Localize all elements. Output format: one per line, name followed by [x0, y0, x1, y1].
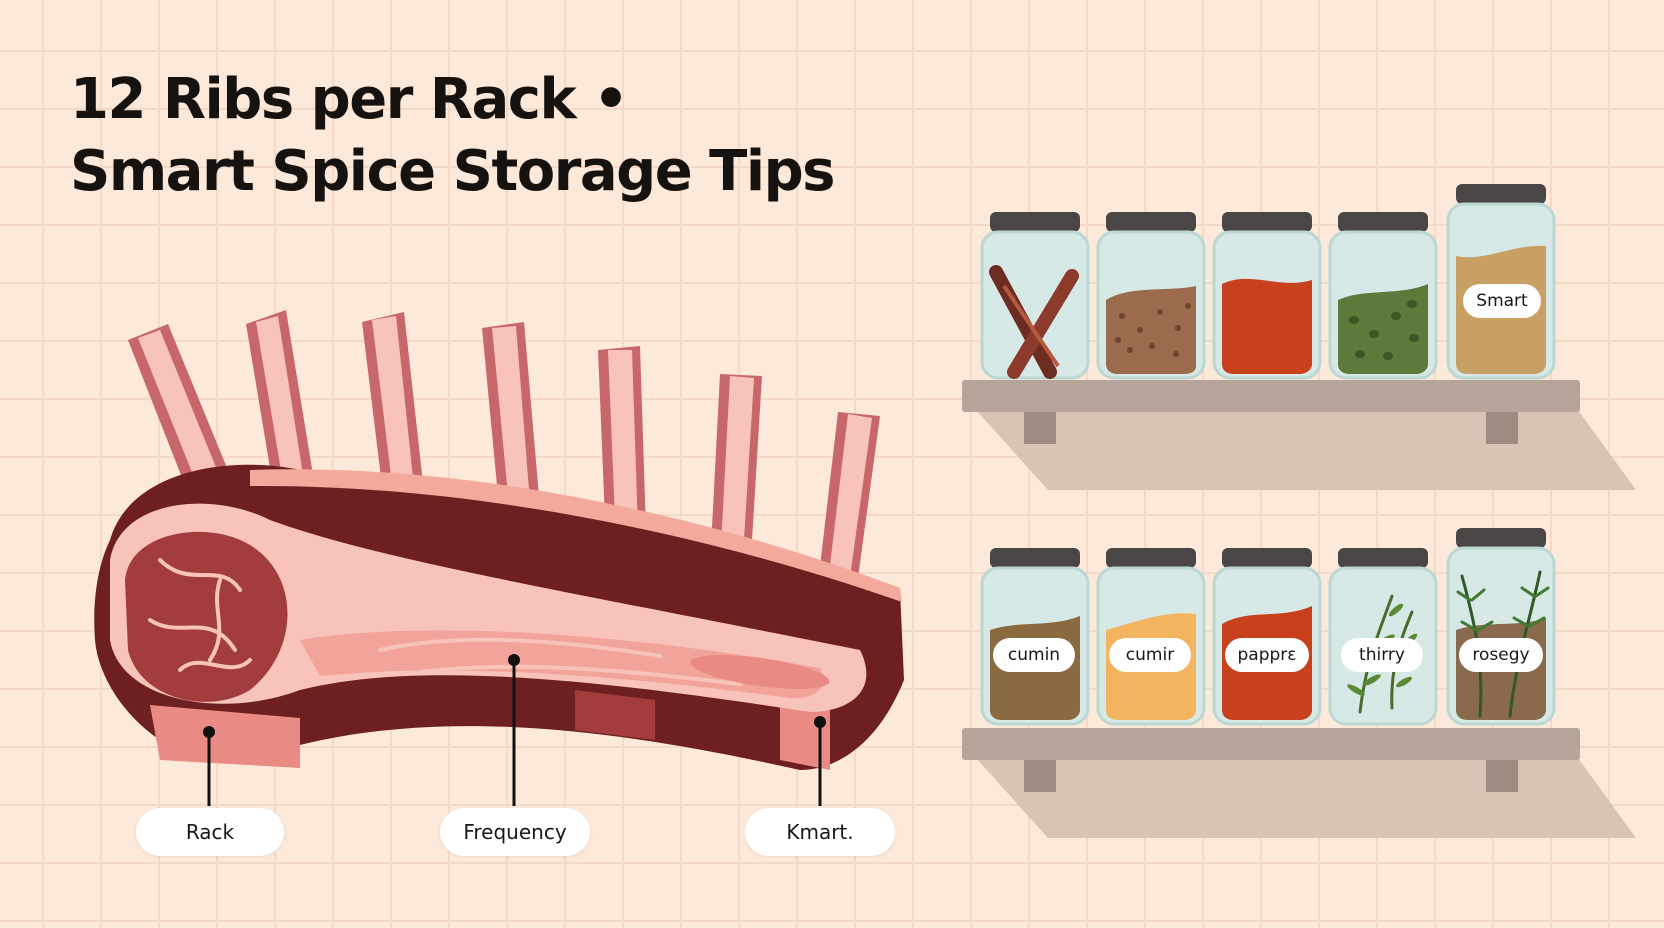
top-shelf-board	[962, 380, 1580, 412]
jar-label-cumir: cumir	[1109, 638, 1191, 672]
title-line-1: 12 Ribs per Rack •	[70, 67, 629, 132]
rack-marbling	[148, 558, 742, 686]
rib-rack-illustration	[94, 310, 905, 806]
callout-rack-label: Rack	[136, 808, 284, 856]
rack-loin-highlight	[690, 655, 830, 689]
spice-jar-rosemary	[1446, 528, 1556, 726]
jar-label-cumin: cumin	[993, 638, 1075, 672]
spice-jar-thyme	[1328, 548, 1438, 726]
rack-bottom-stripe	[150, 690, 830, 770]
bottom-shelf-board	[962, 728, 1580, 760]
jar-label-smart: Smart	[1463, 284, 1541, 318]
callout-kmart-label: Kmart.	[745, 808, 895, 856]
jar-label-paprika: papprε	[1225, 638, 1309, 672]
bottom-shelf-bracket	[1024, 760, 1056, 792]
spice-jar-tan-powder	[1446, 184, 1556, 380]
bottom-shelf-shadow	[976, 758, 1636, 838]
rack-loin	[300, 630, 823, 699]
spice-jar-cumin	[980, 548, 1090, 726]
rib-bone	[128, 324, 232, 498]
jar-label-rosemary: rosegy	[1459, 638, 1543, 672]
callout-frequency-label: Frequency	[440, 808, 590, 856]
spice-jar-seeds	[1096, 212, 1206, 380]
bottom-shelf-bracket	[1486, 760, 1518, 792]
spice-shelves	[962, 184, 1636, 838]
top-shelf-bracket	[1024, 412, 1056, 444]
spice-jar-cumir	[1096, 548, 1206, 726]
spice-jar-paprika	[1212, 548, 1322, 726]
top-shelf-bracket	[1486, 412, 1518, 444]
jar-label-thyme: thirry	[1341, 638, 1423, 672]
spice-jar-green-herb	[1328, 212, 1438, 380]
rack-eye-meat	[125, 531, 288, 702]
title-line-2: Smart Spice Storage Tips	[70, 139, 836, 204]
callout-connectors	[207, 660, 822, 806]
page-title: 12 Ribs per Rack • Smart Spice Storage T…	[70, 64, 836, 208]
spice-jar-red-powder	[1212, 212, 1322, 380]
spice-jar-cinnamon	[980, 212, 1090, 380]
callout-dots	[203, 654, 826, 738]
top-shelf-shadow	[976, 410, 1636, 490]
rack-fat-layer	[250, 469, 902, 602]
